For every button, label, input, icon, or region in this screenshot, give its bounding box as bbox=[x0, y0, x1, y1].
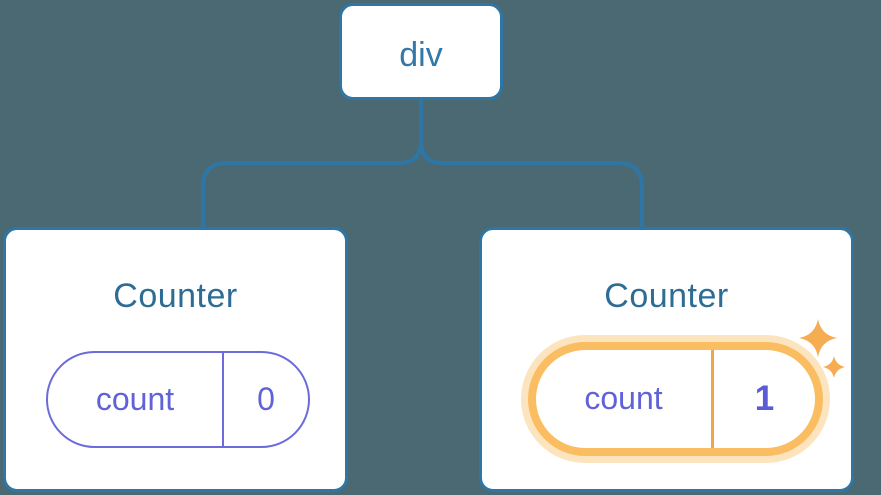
state-value-cell: 1 bbox=[714, 350, 815, 448]
pill-divider bbox=[711, 350, 714, 448]
state-key-label: count bbox=[584, 380, 663, 416]
counter-card-left: Counter count 0 bbox=[3, 227, 348, 492]
component-title: Counter bbox=[604, 277, 729, 315]
root-node-div: div bbox=[339, 3, 503, 100]
counter-card-right: Counter count 1 bbox=[479, 227, 854, 492]
state-pill: count 0 bbox=[46, 351, 310, 448]
state-pill: count 1 bbox=[536, 350, 815, 448]
state-value-label: 1 bbox=[754, 378, 775, 418]
state-key-cell: count bbox=[48, 353, 222, 446]
component-title: Counter bbox=[113, 277, 238, 315]
connector-left-branch bbox=[201, 100, 423, 228]
state-value-label: 0 bbox=[257, 380, 275, 417]
state-key-label: count bbox=[95, 380, 175, 417]
state-pill-highlight-ring: count 1 bbox=[528, 342, 823, 456]
state-key-cell: count bbox=[536, 350, 711, 448]
state-pill-highlighted: count 1 bbox=[521, 335, 830, 463]
connector-right-branch bbox=[419, 100, 644, 228]
pill-divider bbox=[222, 353, 224, 446]
state-value-cell: 0 bbox=[224, 353, 308, 446]
root-node-label: div bbox=[399, 35, 443, 74]
